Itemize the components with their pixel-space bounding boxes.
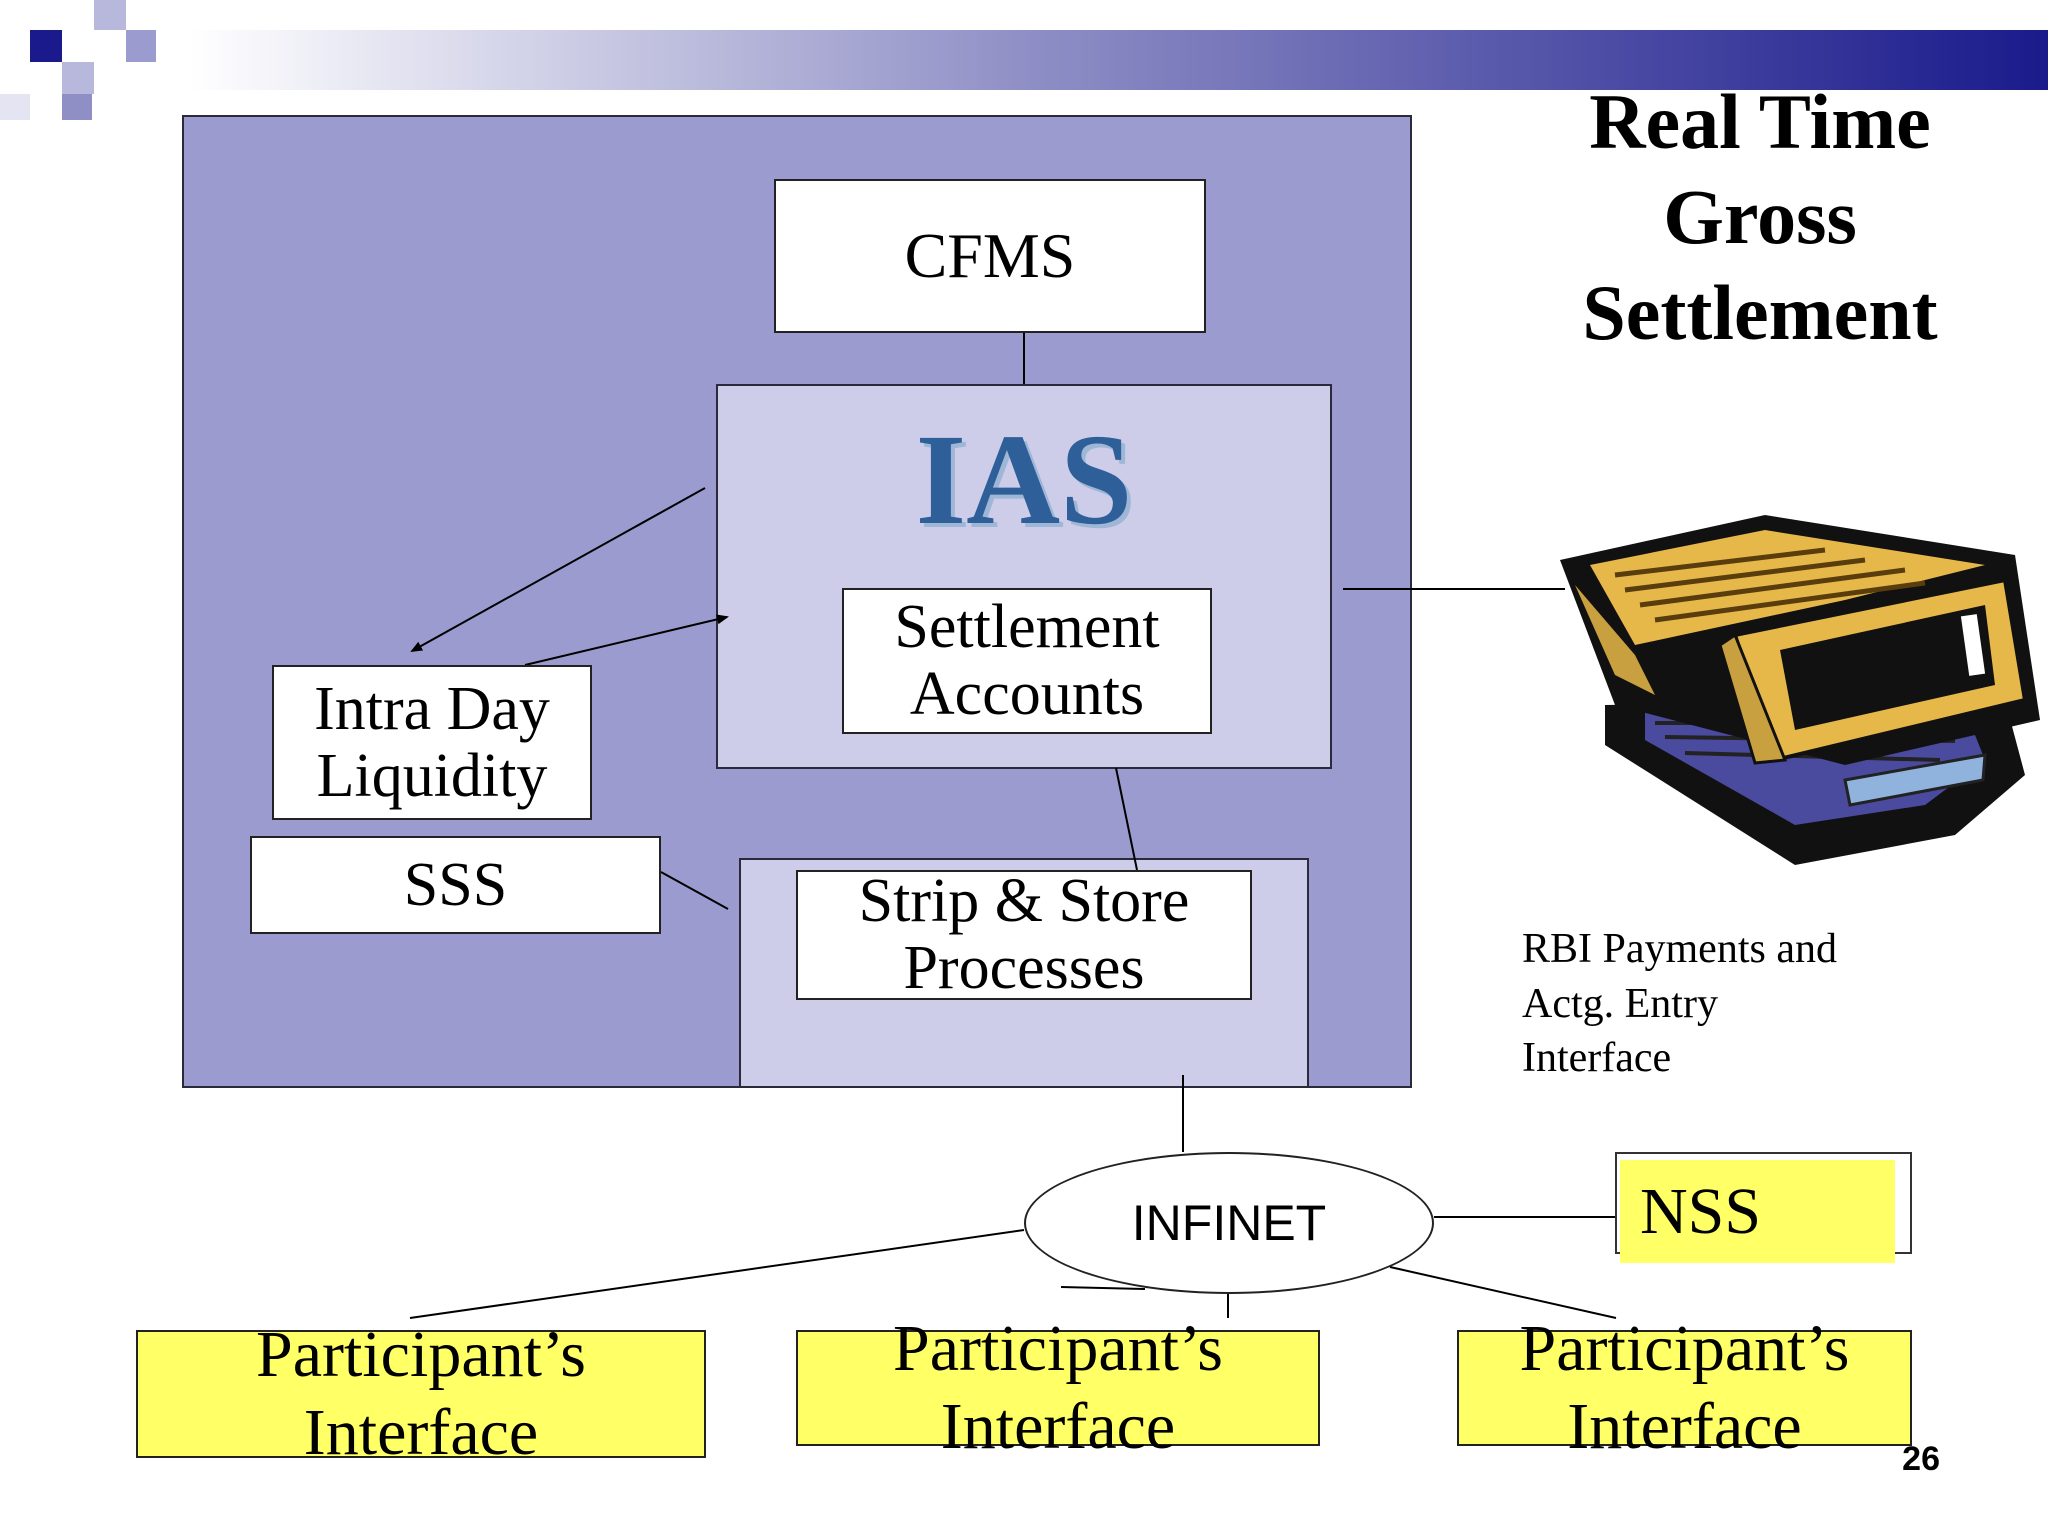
strip-store-line-1: Strip & Store	[858, 867, 1190, 936]
server-computer-icon	[1560, 515, 2040, 865]
line-settlement-to-strip	[1115, 767, 1138, 871]
strip-store-processes-box: Strip & Store Processes	[796, 867, 1252, 1002]
page-number: 26	[1902, 1440, 1940, 1478]
strip-store-line-2: Processes	[903, 934, 1145, 1002]
participant-3-line-2: Interface	[1567, 1390, 1802, 1463]
sss-box: SSS	[250, 836, 661, 934]
line-infinet-to-participant-3	[1389, 1266, 1617, 1319]
line-sss-to-strip	[660, 871, 729, 910]
arrow-ias-to-liquidity	[410, 487, 706, 652]
settlement-accounts-box: Settlement Accounts	[842, 588, 1212, 734]
title-line-1: Real Time	[1589, 78, 1931, 166]
participant-interface-box-2: Participant’s Interface	[796, 1312, 1320, 1463]
corner-squares-decoration	[0, 0, 160, 125]
rbi-label-line-1: RBI Payments and	[1522, 926, 1837, 972]
participant-1-line-1: Participant’s	[256, 1318, 586, 1392]
title-line-3: Settlement	[1582, 268, 1938, 356]
rbi-label-line-2: Actg. Entry	[1522, 980, 1718, 1027]
settlement-accounts-line-2: Accounts	[909, 660, 1145, 728]
nss-box: NSS	[1620, 1160, 1895, 1263]
participant-2-line-2: Interface	[940, 1390, 1176, 1463]
ias-label: IAS	[915, 408, 1133, 552]
rbi-label-line-3: Interface	[1522, 1035, 1672, 1082]
infinet-network-ellipse: INFINET	[1024, 1152, 1434, 1294]
rbi-payments-interface-label: RBI Payments and Actg. Entry Interface	[1522, 922, 1942, 1086]
cfms-box: CFMS	[774, 179, 1206, 333]
header-gradient-bar	[190, 30, 2048, 90]
intra-day-liquidity-box: Intra Day Liquidity	[272, 665, 592, 820]
participant-3-line-1: Participant’s	[1519, 1312, 1850, 1386]
participant-interface-box-3: Participant’s Interface	[1457, 1312, 1912, 1463]
intra-day-liquidity-line-1: Intra Day	[314, 674, 550, 743]
participant-1-line-2: Interface	[303, 1396, 539, 1469]
intra-day-liquidity-line-2: Liquidity	[316, 741, 548, 810]
line-infinet-to-participant-1	[409, 1229, 1025, 1319]
participant-interface-box-1: Participant’s Interface	[136, 1318, 706, 1469]
slide-title: Real Time Gross Settlement	[1500, 72, 2020, 362]
arrow-liquidity-to-ias	[524, 614, 729, 666]
title-line-2: Gross	[1663, 173, 1857, 261]
line-infinet-tick	[1060, 1286, 1146, 1290]
settlement-accounts-line-1: Settlement	[894, 593, 1160, 662]
participant-2-line-1: Participant’s	[893, 1312, 1223, 1386]
